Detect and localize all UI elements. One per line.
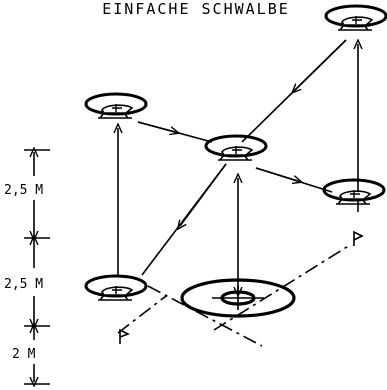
flag-marker-right bbox=[353, 230, 364, 246]
flag-marker-left bbox=[119, 328, 130, 344]
diagram-title: EINFACHE SCHWALBE bbox=[102, 0, 290, 18]
helicopter-icon-right bbox=[322, 178, 386, 206]
helicopter-icon-top-left bbox=[84, 92, 148, 120]
flight-path bbox=[118, 40, 358, 292]
dimension-label-upper: 2,5 M bbox=[4, 183, 43, 198]
ground-reference-lines bbox=[117, 244, 351, 347]
helicopter-icon-center bbox=[204, 134, 268, 162]
dimension-lines bbox=[24, 150, 50, 384]
helicopter-icon-bottom-left bbox=[84, 274, 148, 302]
helicopter-icon-top-right bbox=[324, 4, 387, 32]
dimension-label-lower: 2 M bbox=[12, 347, 36, 362]
dimension-label-middle: 2,5 M bbox=[4, 277, 43, 292]
